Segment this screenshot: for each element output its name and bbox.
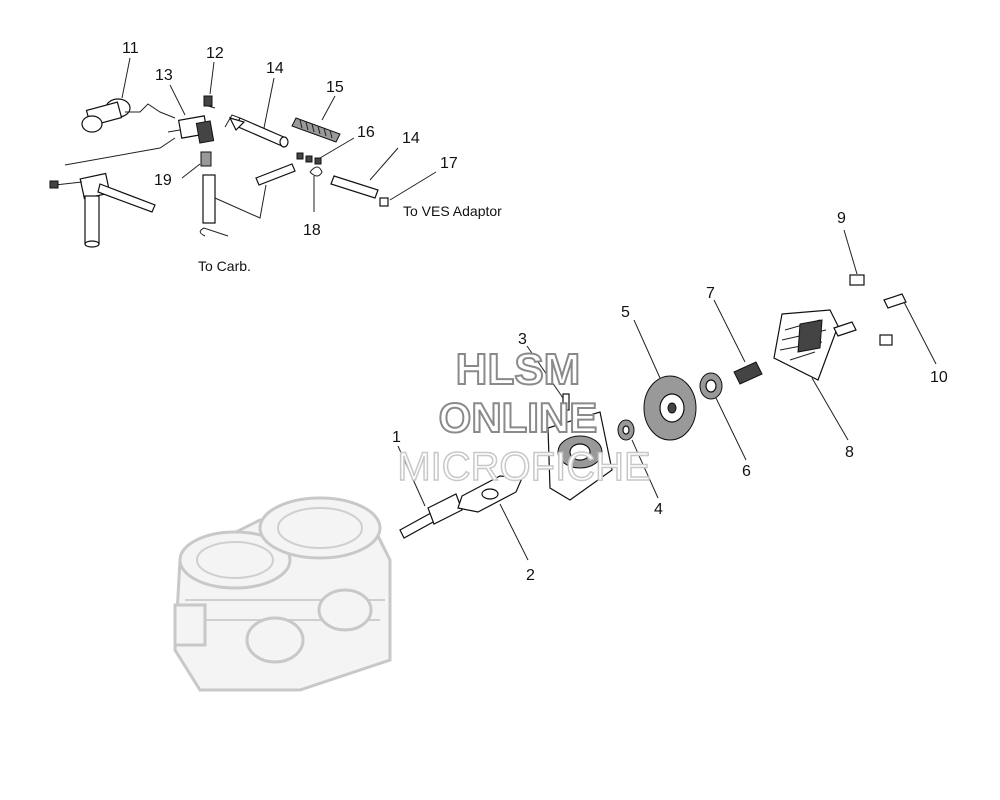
vacuum-hose-assembly: To Carb. To VES Adaptor	[49, 57, 502, 274]
part-3-housing	[547, 393, 613, 501]
callout-18: 18	[303, 222, 321, 239]
callout-8: 8	[845, 444, 854, 461]
to-carb-label: To Carb.	[198, 258, 251, 274]
watermark-line-1: HLSM	[456, 345, 581, 394]
callout-2: 2	[526, 567, 535, 584]
part-16-clips	[296, 152, 322, 165]
part-9-bolt	[849, 274, 865, 286]
part-19-fitting	[200, 151, 212, 167]
callout-numbers: 11 12 13 14 15 16 14 17 19 18 9 7 5 3 10…	[122, 40, 948, 584]
callout-5: 5	[621, 304, 630, 321]
callout-12: 12	[206, 45, 224, 62]
part-6-cup	[699, 372, 723, 400]
to-ves-adaptor-label: To VES Adaptor	[403, 203, 502, 219]
part-15-spring	[291, 117, 341, 143]
callout-15: 15	[326, 79, 344, 96]
callout-14-a: 14	[266, 60, 284, 77]
callout-7: 7	[706, 285, 715, 302]
part-11-clamp	[81, 98, 131, 133]
engine-cylinders-ghost	[173, 496, 392, 692]
callout-1: 1	[392, 429, 401, 446]
callout-11: 11	[122, 40, 139, 57]
part-18-clamp	[309, 166, 323, 177]
callout-10: 10	[930, 369, 948, 386]
watermark: HLSM ONLINE MICROFICHE	[397, 344, 652, 490]
part-10-bolts	[833, 293, 907, 346]
callout-16: 16	[357, 124, 375, 141]
watermark-line-2: ONLINE	[439, 394, 598, 441]
to-carb-clip	[199, 227, 229, 237]
part-17-cap	[379, 197, 389, 207]
part-1-valve-rod	[399, 493, 463, 539]
callout-14-b: 14	[402, 130, 420, 147]
part-7-spring	[733, 361, 763, 385]
watermark-line-3: MICROFICHE	[397, 445, 650, 489]
part-8-cover	[773, 309, 839, 381]
part-14-hose-b	[330, 175, 379, 199]
callout-4: 4	[654, 501, 663, 518]
part-4-seal	[617, 419, 635, 441]
part-5-diaphragm	[643, 375, 697, 441]
part-12-fitting	[203, 95, 216, 109]
callout-19: 19	[154, 172, 172, 189]
callout-13: 13	[155, 67, 173, 84]
callout-17: 17	[440, 155, 458, 172]
callout-6: 6	[742, 463, 751, 480]
part-2-gasket	[457, 475, 523, 513]
callout-3: 3	[518, 331, 527, 348]
callout-9: 9	[837, 210, 846, 227]
rave-valve-assembly	[397, 229, 937, 561]
valve-body	[49, 172, 156, 248]
part-13-solenoid	[167, 115, 215, 144]
